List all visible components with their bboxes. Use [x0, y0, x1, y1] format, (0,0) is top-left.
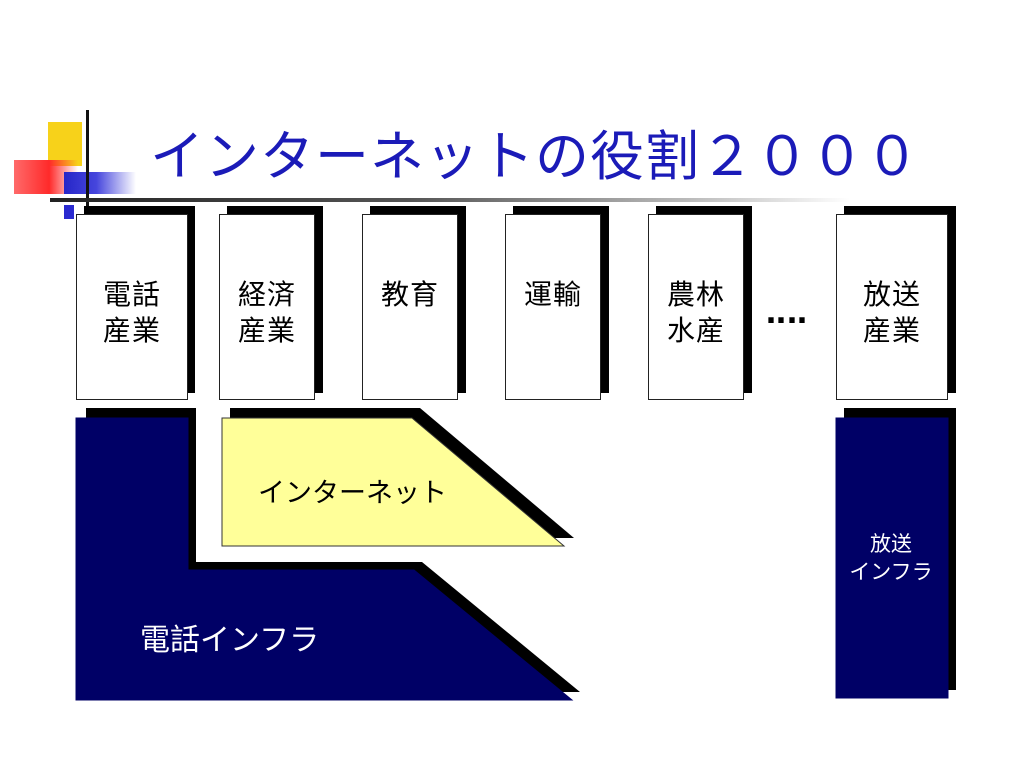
- industry-box-transport: 運輸: [505, 214, 601, 400]
- industry-box-education: 教育: [362, 214, 458, 400]
- broadcast-infra-shape: [835, 417, 949, 699]
- telephone-infra-shape: [75, 417, 574, 701]
- industry-box-economy: 経済 産業: [219, 214, 315, 400]
- industry-label-transport: 運輸: [523, 278, 582, 311]
- title-decoration-blue-small: [64, 205, 74, 219]
- industry-box-telephone: 電話 産業: [76, 214, 188, 400]
- broadcast-infra-label: 放送 インフラ: [849, 532, 933, 584]
- title-decoration-line: [86, 110, 89, 218]
- industry-label-economy: 経済 産業: [237, 278, 296, 347]
- telephone-infra-label: 電話インフラ: [140, 623, 320, 658]
- industry-label-agriculture: 農林 水産: [666, 278, 725, 347]
- title-decoration-yellow: [48, 122, 82, 166]
- internet-label: インターネット: [258, 478, 447, 509]
- ellipsis: ‥‥: [766, 296, 809, 331]
- industry-label-education: 教育: [380, 278, 439, 311]
- industry-box-agriculture: 農林 水産: [648, 214, 744, 400]
- title-decoration-blue: [64, 172, 136, 194]
- industry-label-telephone: 電話 産業: [102, 278, 161, 347]
- internet-shape: [221, 417, 566, 547]
- industry-label-broadcast: 放送 産業: [862, 278, 921, 347]
- industry-box-broadcast: 放送 産業: [836, 214, 948, 400]
- title-underline: [50, 198, 850, 202]
- slide-title: インターネットの役割２０００: [150, 125, 920, 188]
